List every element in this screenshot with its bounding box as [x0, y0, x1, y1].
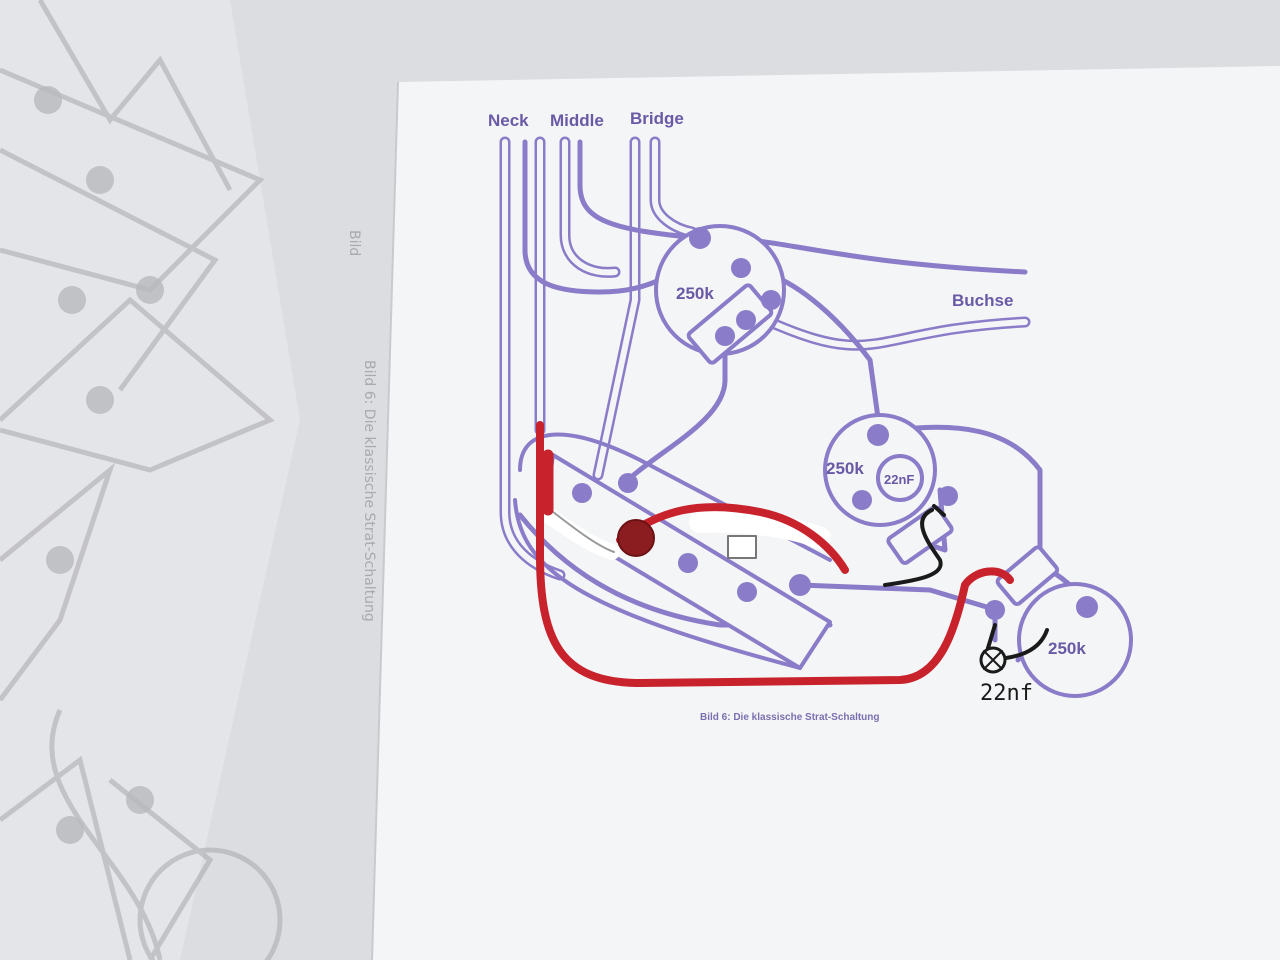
label-jack: Buchse — [952, 291, 1013, 310]
solder-points — [572, 227, 1098, 620]
label-middle: Middle — [550, 111, 604, 130]
printed-cap-outline — [876, 454, 924, 502]
label-volume-pot: 250k — [676, 284, 714, 303]
paper-edge — [371, 81, 399, 960]
label-tone-pot-2: 250k — [1048, 639, 1086, 658]
label-printed-cap: 22nF — [884, 472, 914, 487]
label-tone-pot-1: 250k — [826, 459, 864, 478]
white-patch — [727, 535, 757, 559]
tone-pot-2 — [1017, 582, 1133, 698]
red-solder-blob — [617, 519, 655, 557]
printed-labels: Neck Middle Bridge Buchse 250k 250k 22nF… — [488, 109, 1086, 723]
label-neck: Neck — [488, 111, 529, 130]
mirror-text-2: Bild — [346, 230, 362, 256]
label-bridge: Bridge — [630, 109, 684, 128]
red-wire — [536, 421, 1014, 687]
hand-cap-label: 22nf — [980, 681, 1033, 706]
hand-modifications: 22nf — [536, 421, 1049, 706]
mirror-text-1: Bild 6: Die klassische Strat-Schaltung — [361, 360, 377, 622]
hand-cap-symbol — [979, 646, 1007, 674]
caption: Bild 6: Die klassische Strat-Schaltung — [700, 712, 880, 723]
black-wire — [883, 504, 1049, 660]
